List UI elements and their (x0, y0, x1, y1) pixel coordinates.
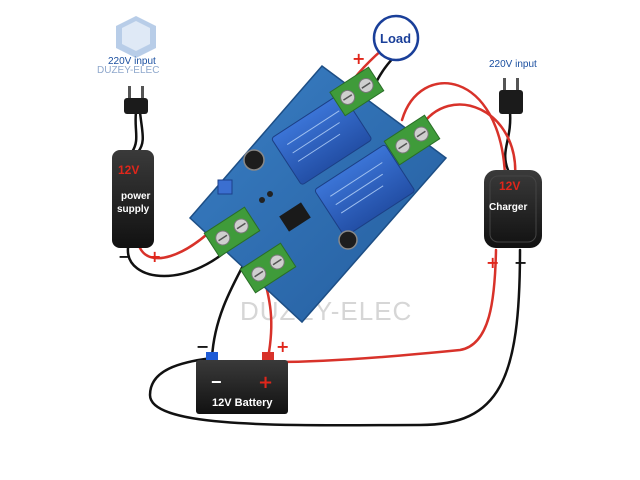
power-supply-plus-sign: + (148, 247, 161, 266)
left-plug-cord (130, 110, 138, 154)
relay-2 (314, 144, 415, 237)
led-2 (267, 191, 273, 197)
wire-charger-negative (148, 248, 522, 427)
wire-battery-negative (210, 260, 247, 360)
left-input-label: 220V input (108, 56, 156, 67)
terminal-bottom-left (203, 206, 261, 258)
terminal-top (329, 66, 385, 117)
capacitor-2 (338, 230, 358, 250)
load-label: Load (380, 31, 411, 46)
charger-label: Charger (489, 202, 527, 213)
power-supply-line1: power (121, 191, 151, 202)
left-plug (124, 86, 148, 114)
terminal-top-right (383, 114, 441, 166)
power-supply: 12V power supply (112, 150, 154, 248)
brand-name: DUZEY-ELEC (97, 65, 159, 76)
battery: − + 12V Battery (196, 352, 288, 414)
charger-minus-sign: − (514, 253, 527, 272)
potentiometer (217, 179, 233, 195)
battery-label: 12V Battery (212, 397, 273, 409)
ic-chip (279, 202, 311, 232)
battery-terminal-minus-sign: − (196, 337, 209, 356)
wire-charger-positive (274, 248, 498, 364)
terminal-blocks (203, 66, 441, 294)
charger-plus-sign: + (486, 253, 499, 272)
relay-1 (271, 93, 372, 185)
wire-top-right-positive (400, 82, 507, 177)
power-supply-line2: supply (117, 204, 150, 215)
capacitor-1 (243, 149, 265, 171)
charger: 12V Charger (484, 170, 542, 248)
right-plug-cord (504, 110, 512, 172)
charger-voltage: 12V (499, 179, 520, 193)
battery-plus-sign: + (258, 372, 273, 393)
watermark-text: DUZEY-ELEC (240, 296, 412, 326)
right-input-label: 220V input (489, 59, 537, 70)
right-plug (499, 78, 523, 114)
battery-minus-sign: − (211, 372, 222, 392)
load-plus-sign: + (352, 49, 365, 68)
load-indicator: Load (372, 14, 420, 62)
battery-terminal-plus-sign: + (276, 337, 289, 356)
terminal-bottom (239, 242, 297, 294)
led-1 (259, 197, 265, 203)
power-supply-voltage: 12V (118, 163, 139, 177)
wire-top-right-negative (418, 103, 517, 180)
brand-logo: DUZEY-ELEC (97, 16, 159, 76)
power-supply-minus-sign: − (118, 247, 131, 266)
